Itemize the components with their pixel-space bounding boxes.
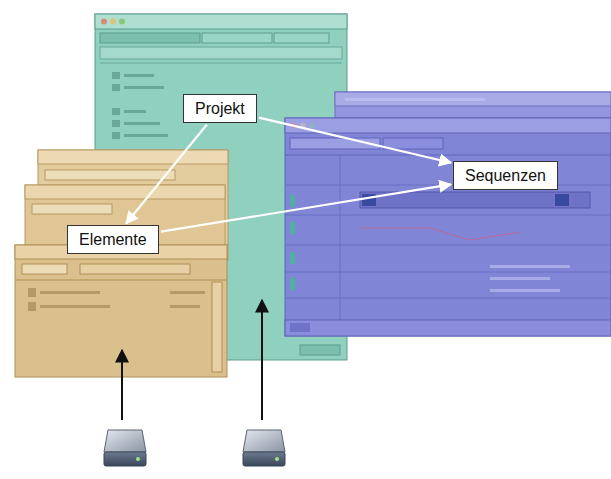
label-box: Elemente xyxy=(67,225,159,254)
disk-icon xyxy=(104,430,146,466)
flow-arrow xyxy=(126,125,207,224)
disk-icon xyxy=(243,430,285,466)
flow-arrow xyxy=(161,184,451,231)
label-text: Elemente xyxy=(79,230,147,249)
label-box: Projekt xyxy=(183,94,257,123)
import-arrow xyxy=(121,350,123,420)
label-text: Sequenzen xyxy=(465,166,546,185)
sequence-window xyxy=(285,92,611,336)
label-box: Sequenzen xyxy=(453,161,558,190)
import-arrow xyxy=(261,300,263,420)
flow-arrow xyxy=(259,118,451,163)
label-text: Projekt xyxy=(195,99,245,118)
elements-window xyxy=(15,150,228,377)
